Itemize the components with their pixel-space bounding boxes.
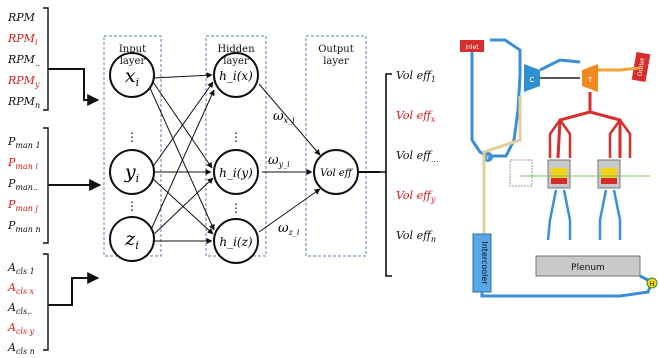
output-label: Vol effn bbox=[396, 229, 437, 245]
input-label-acls: Acls y bbox=[8, 321, 35, 337]
input-label-pman: Pman.. bbox=[8, 177, 38, 193]
weight-y: ωy_i bbox=[268, 153, 290, 169]
hidden-node-x bbox=[213, 52, 259, 98]
input-node-y bbox=[109, 149, 155, 195]
input-node-y-label: yi bbox=[124, 161, 139, 185]
output-label: Vol effx bbox=[396, 109, 436, 125]
svg-text:Intercooler: Intercooler bbox=[480, 241, 489, 285]
inlet-block bbox=[460, 40, 484, 52]
bracket-acls bbox=[43, 253, 49, 351]
input-label-pman: Pman n bbox=[8, 219, 41, 235]
input-dots: ⋮ bbox=[126, 130, 138, 144]
input-label-acls: Acls.. bbox=[8, 301, 33, 317]
svg-text:C: C bbox=[530, 76, 535, 84]
heat-node bbox=[646, 277, 658, 289]
svg-text:Inlet: Inlet bbox=[465, 44, 479, 51]
input-label-rpm: RPMi bbox=[8, 32, 38, 48]
input-node-z-label: zi bbox=[124, 228, 139, 252]
outlet-block bbox=[631, 51, 651, 83]
input-label-pman: Pman i bbox=[8, 156, 39, 172]
input-label-rpm: RPM bbox=[8, 11, 35, 24]
input-hidden-connections bbox=[149, 72, 215, 244]
hidden-node-y-label: h_i(y) bbox=[219, 166, 253, 180]
input-label-rpm: RPMn bbox=[8, 95, 41, 111]
input-label-rpm: RPM.. bbox=[8, 53, 41, 69]
svg-text:H: H bbox=[650, 281, 655, 288]
compressor bbox=[524, 64, 540, 92]
arrow-acls-to-z bbox=[48, 272, 100, 306]
engine-schematic: Inlet Outlet F C T bbox=[460, 38, 658, 298]
svg-text:T: T bbox=[587, 76, 593, 84]
input-label-pman: Pman j bbox=[8, 198, 38, 214]
input-dots-low: ⋮ bbox=[126, 199, 138, 213]
weight-z: ωz_i bbox=[278, 221, 300, 237]
output-node-label: Vol eff bbox=[320, 168, 354, 179]
output-label: Vol effy bbox=[396, 189, 436, 205]
hidden-node-x-label: h_i(x) bbox=[219, 69, 253, 83]
input-label-acls: Acls n bbox=[8, 341, 35, 357]
input-node-z bbox=[109, 216, 155, 262]
arrow-rpm-to-x bbox=[48, 68, 100, 106]
svg-text:Plenum: Plenum bbox=[571, 263, 605, 273]
weight-x: ωx_i bbox=[273, 109, 295, 125]
hidden-dots-top: ⋮ bbox=[230, 130, 242, 144]
input-label-pman: Pman 1 bbox=[8, 135, 41, 151]
input-node-x bbox=[109, 52, 155, 98]
turbine bbox=[582, 64, 598, 92]
output-bracket bbox=[380, 73, 392, 277]
hidden-node-y bbox=[213, 149, 259, 195]
bracket-rpm bbox=[43, 7, 49, 111]
input-node-x-label: xi bbox=[125, 65, 139, 89]
svg-text:Outlet: Outlet bbox=[636, 57, 646, 77]
input-label-acls: Acls x bbox=[8, 281, 35, 297]
hidden-output-connections bbox=[258, 83, 321, 233]
svg-text:F: F bbox=[486, 155, 490, 162]
input-label-acls: Acls 1 bbox=[8, 261, 35, 277]
output-label: Vol eff1 bbox=[396, 69, 436, 85]
hidden-node-z-label: h_i(z) bbox=[219, 235, 253, 249]
output-label: Vol eff... bbox=[396, 149, 439, 165]
plenum bbox=[535, 255, 641, 277]
output-layer-box bbox=[305, 35, 367, 257]
hidden-node-z bbox=[213, 218, 259, 264]
input-label-rpm: RPMy bbox=[8, 74, 40, 90]
hidden-dots-low: ⋮ bbox=[230, 201, 242, 215]
bracket-pman bbox=[43, 127, 49, 244]
